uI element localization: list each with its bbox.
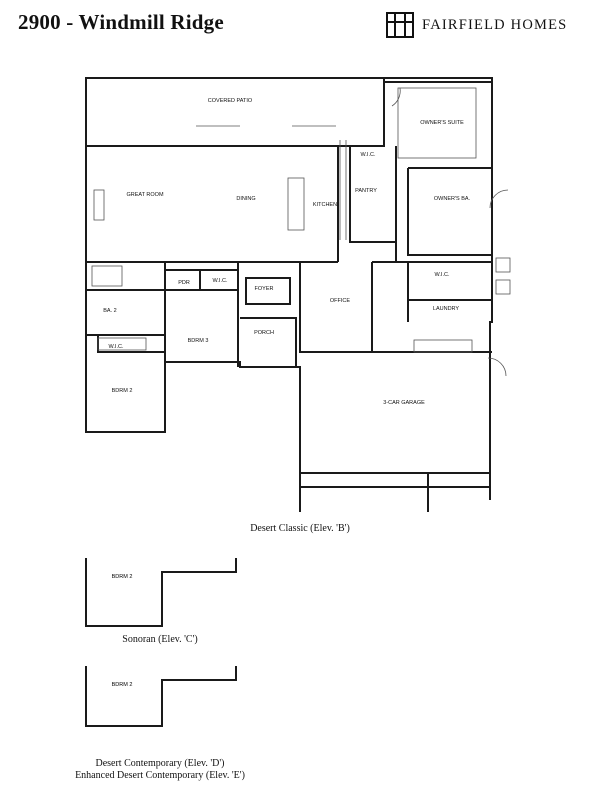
room-bdrm2: BDRM 2: [112, 388, 133, 394]
room-bdrm3: BDRM 3: [188, 338, 209, 344]
caption-elev-c: Sonoran (Elev. 'C'): [122, 634, 198, 645]
room-owners-suite: OWNER'S SUITE: [420, 120, 464, 126]
room-office: OFFICE: [330, 298, 350, 304]
room-wic-bdrm3: W.I.C.: [213, 278, 228, 284]
plan-fixtures: [91, 87, 511, 377]
room-foyer: FOYER: [255, 286, 274, 292]
caption-elev-d: Desert Contemporary (Elev. 'D'): [95, 758, 225, 769]
plan-walls: [85, 77, 493, 512]
brand-name: FAIRFIELD HOMES: [422, 16, 568, 33]
room-covered-patio: COVERED PATIO: [208, 98, 253, 104]
fh-monogram-icon: [386, 12, 414, 38]
room-porch: PORCH: [254, 330, 274, 336]
caption-elev-e: Enhanced Desert Contemporary (Elev. 'E'): [75, 770, 245, 781]
alt-plan-d: [85, 666, 237, 727]
brand: FAIRFIELD HOMES: [386, 12, 567, 38]
room-bdrm2-c: BDRM 2: [112, 574, 133, 580]
room-great-room: GREAT ROOM: [126, 192, 163, 198]
room-owners-ba: OWNER'S BA.: [434, 196, 471, 202]
plan-title: 2900 - Windmill Ridge: [18, 10, 224, 34]
room-wic-bdrm2: W.I.C.: [109, 344, 124, 350]
room-wic-owner: W.I.C.: [435, 272, 450, 278]
caption-elev-b: Desert Classic (Elev. 'B'): [250, 523, 350, 534]
room-wic-upper: W.I.C.: [361, 152, 376, 158]
room-laundry: LAUNDRY: [433, 306, 460, 312]
alt-plan-c: [85, 558, 237, 627]
room-dining: DINING: [236, 196, 255, 202]
room-bdrm2-d: BDRM 2: [112, 682, 133, 688]
room-kitchen: KITCHEN: [313, 202, 337, 208]
room-ba2: BA. 2: [103, 308, 116, 314]
room-pantry: PANTRY: [355, 188, 377, 194]
room-pdr: PDR: [178, 280, 190, 286]
room-garage: 3-CAR GARAGE: [383, 400, 425, 406]
